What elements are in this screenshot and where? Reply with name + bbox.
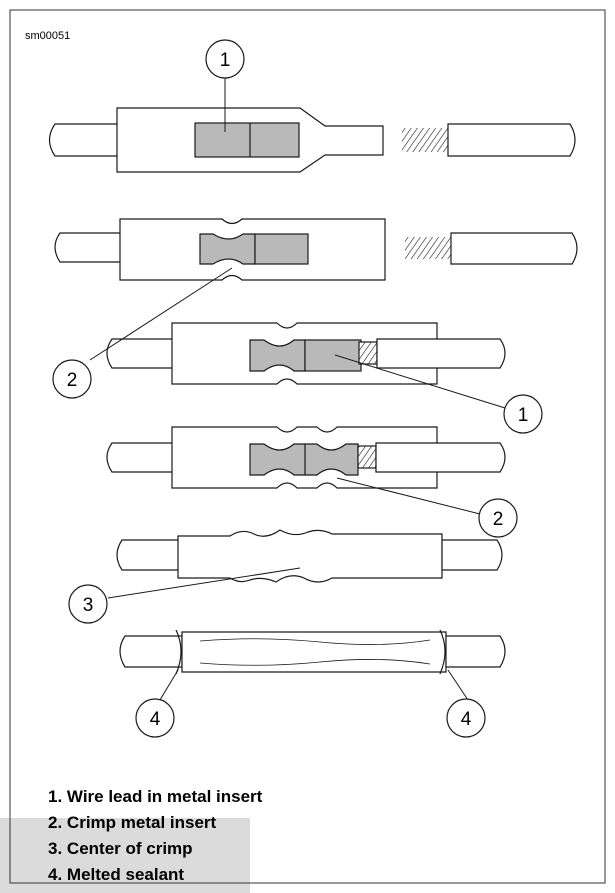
shrunk-sleeve [177,529,443,583]
callout-1-top-label: 1 [220,50,231,71]
legend-item-4: 4. Melted sealant [48,862,262,888]
bare-strands-right [357,445,377,469]
callout-4-left: 4 [135,698,175,738]
wire-right [375,442,506,473]
step-5-heat-shrink [116,529,503,583]
step-3-insert-inside-sleeve [106,322,506,385]
metal-insert-half [304,339,362,372]
callout-1-mid: 1 [503,394,543,434]
watermark-block [0,818,250,893]
metal-insert [194,122,300,158]
callout-4-right-label: 4 [461,709,472,730]
legend-item-3: 3. Center of crimp [48,836,262,862]
callout-4-right: 4 [446,698,486,738]
legend-text: Wire lead in metal insert [66,787,263,806]
callout-4-left-label: 4 [150,709,161,730]
sealant-end-right [439,629,446,675]
step-6-melted-sealant [119,629,506,675]
wire-left [119,635,183,668]
leader-1-mid [334,354,506,409]
legend-number: 4. [48,865,63,884]
leader-3 [107,567,301,599]
callout-2-mid-label: 2 [493,509,504,530]
sealed-sleeve [181,631,447,673]
leader-2-mid [336,477,481,515]
callout-2-top: 2 [52,359,92,399]
callout-2-top-label: 2 [67,370,78,391]
crimped-insert [199,233,256,265]
legend-number: 3. [48,839,63,858]
metal-insert-half [254,233,309,265]
legend-item-2: 2. Crimp metal insert [48,810,262,836]
callout-3-label: 3 [83,595,94,616]
legend-text: Melted sealant [66,865,185,884]
wire-right [376,338,506,369]
figure-border [9,9,606,884]
leader-4-right [447,669,469,701]
callout-3: 3 [68,584,108,624]
bare-strands-right [402,128,450,152]
legend-text: Crimp metal insert [66,813,217,832]
step-4-second-crimp [106,426,506,489]
wire-right [447,123,576,157]
callout-1-mid-label: 1 [518,405,529,426]
wire-right [441,539,503,571]
leader-2-top [89,267,233,361]
legend: 1. Wire lead in metal insert 2. Crimp me… [48,784,262,888]
legend-text: Center of crimp [66,839,193,858]
legend-item-1: 1. Wire lead in metal insert [48,784,262,810]
legend-number: 2. [48,813,63,832]
crimped-insert [249,443,359,476]
figure-id: sm00051 [25,30,71,42]
wire-right [450,232,578,265]
bare-strands-right [358,341,378,365]
leader-4-left [159,669,179,701]
callout-2-mid: 2 [478,498,518,538]
step-2-first-crimp [54,218,578,281]
bare-strands-right [405,237,453,259]
step-1-uncrimped-splice [48,107,576,173]
wire-right [445,635,506,668]
legend-number: 1. [48,787,63,806]
callout-1-top: 1 [205,39,245,79]
wire-left [116,539,181,571]
